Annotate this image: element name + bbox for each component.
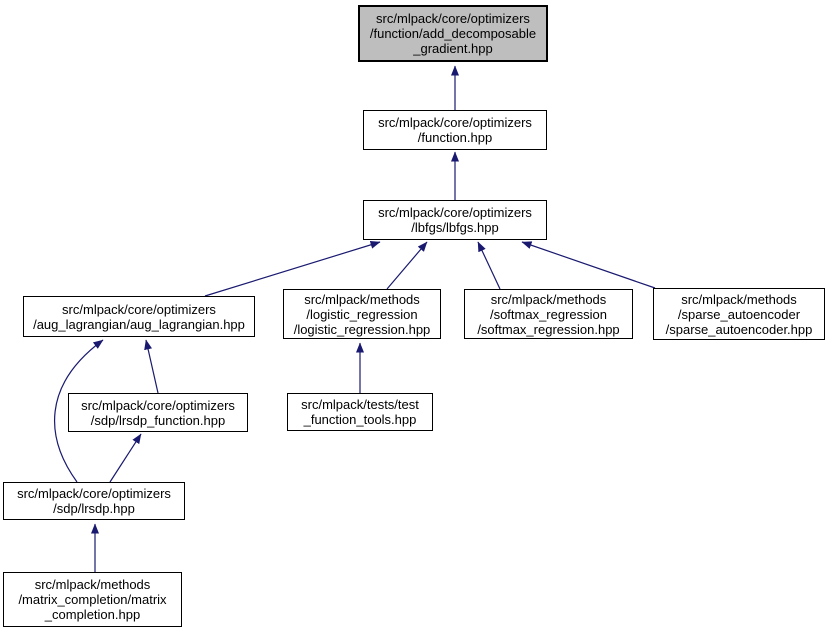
node-lbfgs-hpp[interactable]: src/mlpack/core/optimizers /lbfgs/lbfgs.…	[363, 200, 547, 240]
node-function-hpp[interactable]: src/mlpack/core/optimizers /function.hpp	[363, 110, 547, 150]
node-aug-lagrangian-hpp[interactable]: src/mlpack/core/optimizers /aug_lagrangi…	[23, 296, 255, 337]
node-test-function-tools-hpp[interactable]: src/mlpack/tests/test _function_tools.hp…	[287, 393, 433, 431]
node-lrsdp-function-hpp[interactable]: src/mlpack/core/optimizers /sdp/lrsdp_fu…	[68, 393, 248, 432]
edge-lrsdp_function_hpp-to-aug_lagrangian_hpp	[144, 339, 159, 394]
edge-sparse_autoencoder_hpp-to-lbfgs_hpp	[521, 241, 656, 289]
edge-softmax_regression_hpp-to-lbfgs_hpp	[477, 241, 501, 290]
edge-logistic_regression_hpp-to-lbfgs_hpp	[386, 241, 428, 290]
node-softmax-regression-hpp[interactable]: src/mlpack/methods /softmax_regression /…	[464, 289, 633, 339]
node-sparse-autoencoder-hpp[interactable]: src/mlpack/methods /sparse_autoencoder /…	[653, 288, 825, 340]
edge-aug_lagrangian_hpp-to-lbfgs_hpp	[204, 240, 381, 297]
edge-lrsdp_hpp-to-aug_lagrangian_hpp	[53, 339, 104, 483]
edge-lrsdp_hpp-to-lrsdp_function_hpp	[109, 433, 142, 483]
node-add-decomposable-gradient-hpp[interactable]: src/mlpack/core/optimizers /function/add…	[358, 5, 548, 62]
node-matrix-completion-hpp[interactable]: src/mlpack/methods /matrix_completion/ma…	[3, 572, 182, 627]
node-lrsdp-hpp[interactable]: src/mlpack/core/optimizers /sdp/lrsdp.hp…	[3, 482, 185, 520]
node-logistic-regression-hpp[interactable]: src/mlpack/methods /logistic_regression …	[283, 289, 441, 339]
